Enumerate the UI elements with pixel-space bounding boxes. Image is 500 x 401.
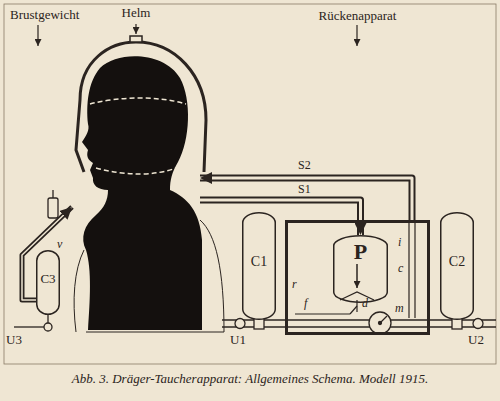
callout-letter: v	[57, 238, 62, 251]
back-apparatus-housing: RückenapparatP	[285, 220, 430, 335]
inner-piping-part	[408, 222, 409, 318]
c3-valve-part	[14, 326, 44, 327]
helmet-shell	[76, 36, 206, 172]
callout-letter: c	[398, 262, 403, 275]
hose-label: S1	[296, 183, 313, 196]
purifier-cartridge: P	[333, 235, 388, 303]
bottom-manifold-part	[473, 319, 483, 329]
hose-connector	[200, 200, 361, 235]
diver-silhouette	[82, 56, 202, 330]
hose-wall	[200, 200, 361, 235]
node-heading: Helm	[122, 6, 151, 21]
pointer-arrows-part	[356, 25, 357, 46]
cylinder-body	[441, 213, 474, 320]
node-heading: Rückenapparat	[319, 9, 397, 24]
helmet-band	[90, 98, 186, 174]
c3-valve-part	[44, 323, 52, 331]
helmet: Helm	[72, 40, 200, 215]
callout-letter: i	[398, 236, 401, 249]
cylinder-body	[334, 236, 388, 303]
part-letter: C2	[449, 254, 465, 270]
part-letter: C3	[40, 272, 55, 287]
chest-weight	[48, 190, 58, 218]
inner-piping-part	[414, 222, 415, 318]
inner-piping-part	[356, 264, 358, 288]
hose-label: S2	[296, 159, 313, 172]
pressure-gauge-part	[369, 312, 391, 334]
cylinder-body	[37, 251, 60, 315]
pointer-arrows-part	[135, 24, 136, 34]
helmet-band-part	[96, 168, 176, 174]
cylinder-body	[243, 213, 276, 320]
helmet-shell-part	[130, 36, 142, 42]
pointer-arrows	[38, 24, 357, 46]
figure-caption: Abb. 3. Dräger-Taucherapparat: Allgemein…	[0, 371, 500, 387]
valve-label: U1	[230, 333, 246, 347]
picture-frame	[4, 4, 496, 364]
diver-body-outline-part	[74, 250, 84, 332]
chest-weight-part	[48, 198, 58, 218]
helmet-shell-part	[80, 42, 206, 172]
valve-label: U2	[468, 333, 484, 347]
part-letter: P	[354, 239, 367, 264]
inner-piping-part	[350, 306, 357, 314]
hose-bore	[200, 200, 361, 235]
part-pointer-label: Brustgewicht	[10, 8, 79, 22]
chest-weight-part	[52, 190, 53, 198]
callout-letter: d	[362, 297, 368, 310]
pressure-gauge-part	[379, 322, 382, 325]
callout-letter: m	[395, 302, 404, 315]
pressure-gauge	[369, 312, 391, 334]
inner-piping-part	[340, 292, 374, 300]
helmet-band-part	[90, 98, 186, 104]
inner-piping-part	[295, 313, 350, 314]
diver-body-outline-part	[86, 332, 224, 333]
bottom-manifold-part	[235, 319, 245, 329]
oxygen-cylinder: C2	[440, 212, 474, 320]
oxygen-cylinder: C3	[36, 250, 60, 315]
pointer-arrows-part	[37, 25, 38, 46]
part-letter: C1	[251, 254, 267, 270]
diver-body-outline-part	[200, 220, 224, 332]
helmet-shell-part	[76, 100, 84, 172]
callout-letter: f	[304, 297, 307, 310]
valve-label: U3	[6, 333, 22, 347]
c3-valve	[14, 315, 52, 331]
callout-letter: r	[292, 278, 297, 291]
oxygen-cylinder: C1	[242, 212, 276, 320]
inner-piping	[295, 222, 415, 318]
